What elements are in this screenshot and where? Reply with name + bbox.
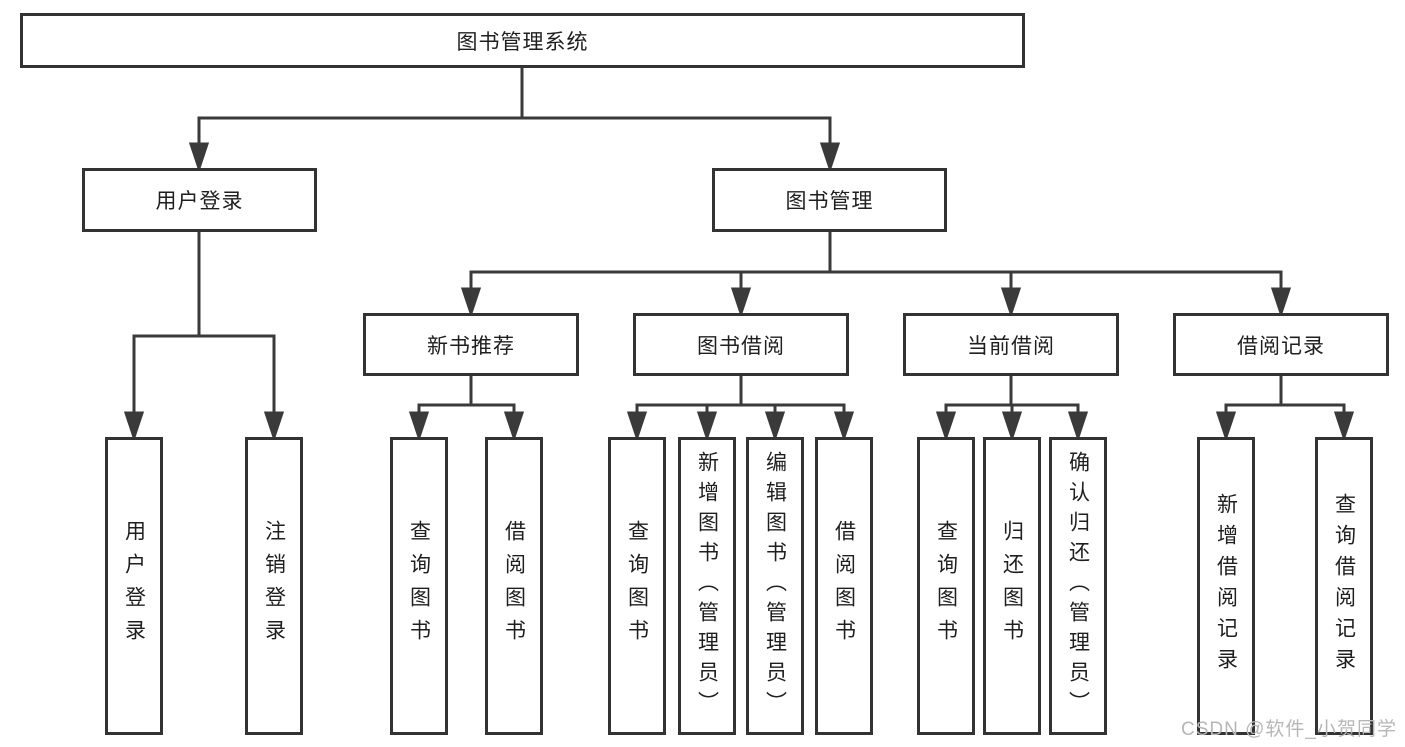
node-new-book-recommend: 新书推荐 — [363, 313, 579, 376]
leaf-borrow-borrow-books-label: 借阅图书 — [832, 520, 856, 652]
leaf-records-query-record: 查询借阅记录 — [1315, 437, 1373, 735]
leaf-logout-label: 注销登录 — [262, 520, 286, 652]
leaf-borrow-query-books: 查询图书 — [608, 437, 666, 735]
leaf-current-confirm-return-admin: 确认归还（管理员） — [1049, 437, 1107, 735]
leaf-borrow-edit-books-admin-label: 编辑图书（管理员） — [763, 451, 787, 721]
node-borrow-records: 借阅记录 — [1173, 313, 1389, 376]
node-book-borrow: 图书借阅 — [633, 313, 849, 376]
leaf-recommend-query-books-label: 查询图书 — [407, 520, 431, 652]
node-book-management: 图书管理 — [712, 168, 947, 232]
node-user-login: 用户登录 — [82, 168, 317, 232]
leaf-recommend-borrow-books: 借阅图书 — [485, 437, 543, 735]
leaf-current-return-books: 归还图书 — [983, 437, 1041, 735]
leaf-recommend-query-books: 查询图书 — [390, 437, 448, 735]
leaf-borrow-add-books-admin-label: 新增图书（管理员） — [695, 451, 719, 721]
leaf-borrow-borrow-books: 借阅图书 — [815, 437, 873, 735]
leaf-records-query-record-label: 查询借阅记录 — [1332, 493, 1356, 679]
node-current-borrow: 当前借阅 — [903, 313, 1119, 376]
leaf-borrow-edit-books-admin: 编辑图书（管理员） — [746, 437, 804, 735]
leaf-current-return-books-label: 归还图书 — [1000, 520, 1024, 652]
leaf-current-query-books-label: 查询图书 — [934, 520, 958, 652]
leaf-recommend-borrow-books-label: 借阅图书 — [502, 520, 526, 652]
node-root-library-system: 图书管理系统 — [20, 13, 1025, 68]
leaf-logout: 注销登录 — [245, 437, 303, 735]
leaf-records-add-record: 新增借阅记录 — [1197, 437, 1255, 735]
leaf-current-confirm-return-admin-label: 确认归还（管理员） — [1066, 451, 1090, 721]
csdn-watermark: CSDN @软件_小贺同学 — [1181, 719, 1397, 740]
leaf-borrow-query-books-label: 查询图书 — [625, 520, 649, 652]
leaf-borrow-add-books-admin: 新增图书（管理员） — [678, 437, 736, 735]
leaf-user-login: 用户登录 — [105, 437, 163, 735]
leaf-records-add-record-label: 新增借阅记录 — [1214, 493, 1238, 679]
leaf-current-query-books: 查询图书 — [917, 437, 975, 735]
leaf-user-login-label: 用户登录 — [122, 520, 146, 652]
